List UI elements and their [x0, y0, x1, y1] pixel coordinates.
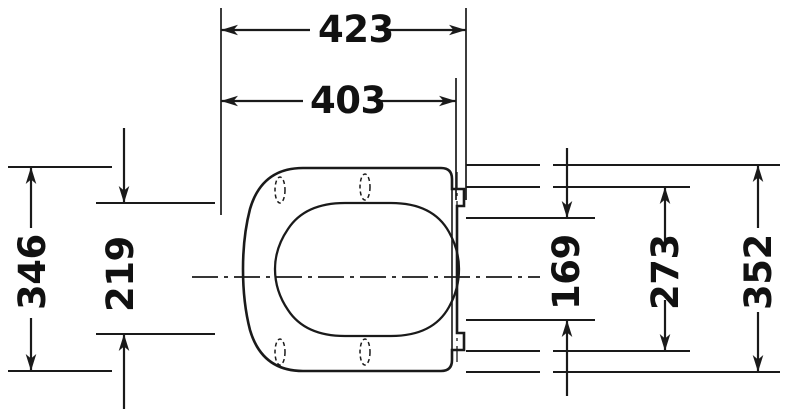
dimension-label-169: 169 — [545, 234, 588, 310]
dimension-label-352: 352 — [737, 234, 780, 310]
dimension-label-346: 346 — [11, 234, 54, 310]
seat-outline — [241, 166, 466, 373]
dimension-label-403: 403 — [310, 79, 386, 122]
seat-opening — [273, 201, 461, 338]
bumper-bottom-left — [274, 338, 286, 366]
dimension-label-273: 273 — [644, 234, 687, 310]
bumper-top-right — [359, 173, 371, 201]
bumper-top-left — [274, 176, 286, 204]
dimension-label-219: 219 — [99, 236, 142, 312]
bumper-bottom-right — [359, 338, 371, 366]
dimension-label-423: 423 — [318, 8, 394, 51]
